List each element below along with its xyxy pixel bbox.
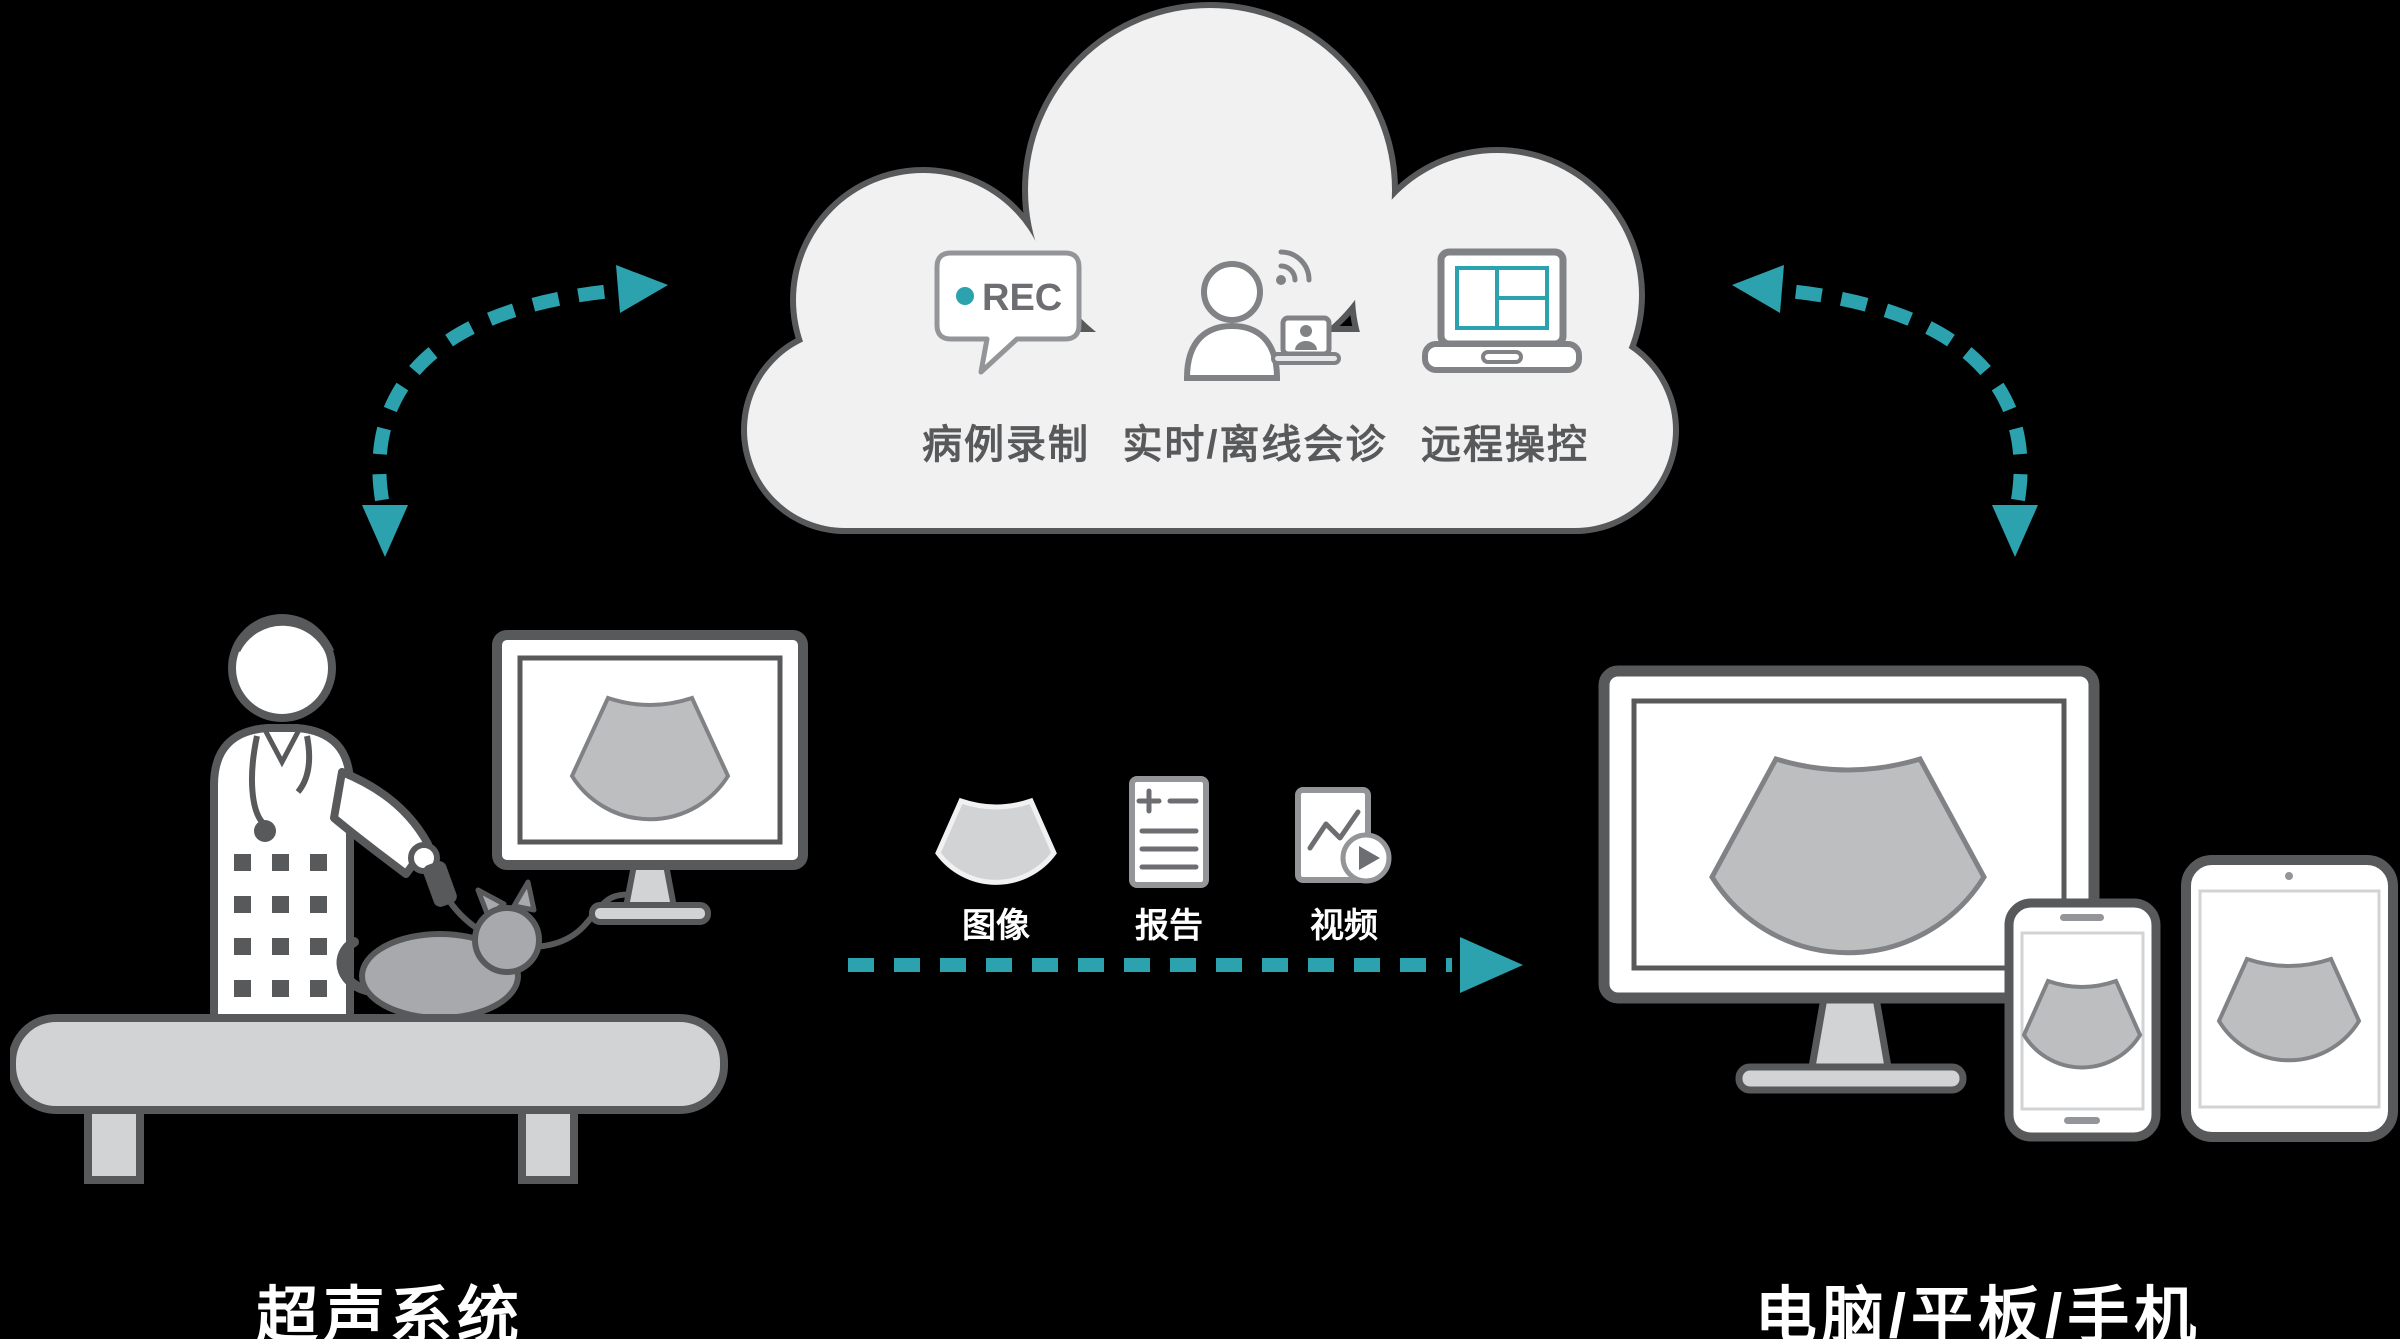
cloud-label-remote-control: 远程操控 <box>1421 423 1589 467</box>
cat <box>336 879 542 1021</box>
ultrasound-image-icon <box>935 797 1057 885</box>
stethoscope-icon <box>248 735 265 824</box>
camera-dot-icon <box>2285 872 2293 880</box>
transfer-label-video: 视频 <box>1310 907 1378 945</box>
transfer-label-image: 图像 <box>962 907 1030 945</box>
cloud-label-case-recording: 病例录制 <box>922 423 1090 467</box>
video-icon <box>1295 787 1392 884</box>
remote-control-icon <box>1422 248 1582 373</box>
ultrasound-fan-icon <box>1709 756 1987 956</box>
consultation-icon <box>1183 249 1341 381</box>
ultrasound-fan-icon <box>2021 978 2143 1070</box>
tablet <box>2181 855 2398 1142</box>
caption-devices: 电脑/平板/手机 <box>1754 1282 2202 1339</box>
transfer-label-report: 报告 <box>1135 907 1203 945</box>
speaker-slot-icon <box>2060 914 2104 921</box>
ultrasound-monitor <box>492 630 808 925</box>
devices-scene <box>1598 665 2398 1142</box>
rec-bubble-icon: REC <box>934 250 1082 375</box>
ultrasound-fan-icon <box>569 695 731 822</box>
cloud-label-consultation: 实时/离线会诊 <box>1122 423 1388 467</box>
ultrasound-system-scene <box>10 614 808 1184</box>
exam-table <box>10 1014 728 1184</box>
veterinarian <box>210 614 645 1044</box>
coat-pattern <box>234 854 327 997</box>
desktop-monitor <box>1598 665 2100 1094</box>
home-bar-icon <box>2064 1117 2100 1124</box>
cloud: REC <box>741 2 1679 534</box>
play-icon <box>1359 846 1380 870</box>
arrow-right-curve <box>1777 283 2028 502</box>
ultrasound-fan-icon <box>2216 956 2362 1063</box>
smartphone <box>2004 898 2161 1142</box>
rec-text: REC <box>982 277 1062 319</box>
report-icon <box>1129 776 1209 888</box>
rec-dot-icon <box>956 287 974 305</box>
arrow-heads-icon <box>362 265 2038 993</box>
caption-ultrasound-system: 超声系统 <box>255 1282 525 1339</box>
arrow-left-curve <box>372 283 623 502</box>
